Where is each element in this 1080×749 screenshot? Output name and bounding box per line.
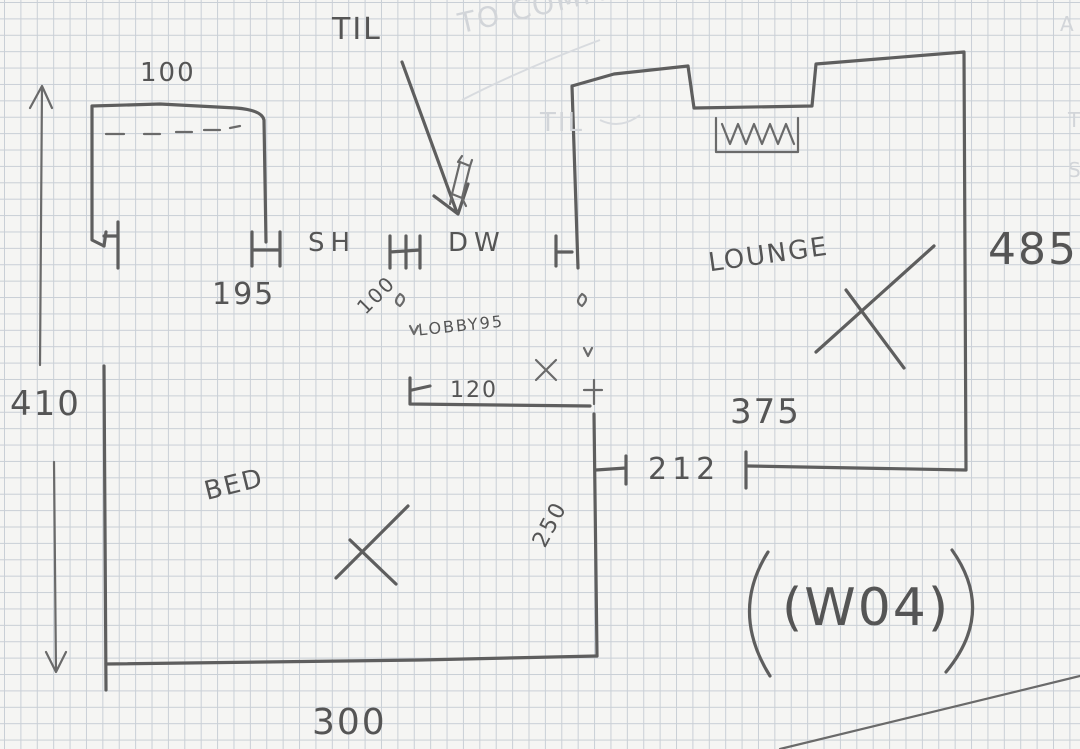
lobby-d-markers [394,292,594,358]
bed-top-right-tick [250,230,282,268]
bed-right-wall [592,412,599,658]
faint-til-text: TIL [540,108,585,138]
bed-upper-wall [90,102,268,248]
dw-end-tick [554,234,574,268]
bed-bottom-wall [104,654,599,666]
lounge-fireplace [714,116,800,154]
edge-curve [778,674,1080,749]
edge-letter-t: T [1068,108,1080,132]
til-arrow [400,60,470,216]
overall-height-label: 410 [10,384,81,424]
bed-upper-dashes [104,124,242,136]
edge-letter-a: A [1060,12,1076,36]
bed-left-tick [102,220,120,270]
bed-left-wall [102,364,108,692]
lounge-outline [570,50,968,472]
overall-width-label: 300 [312,702,387,743]
unit-code-label: (W04) [782,578,951,638]
lobby-width-label: 120 [450,378,498,403]
lounge-x-mark [814,244,936,370]
bed-top-width-label: 100 [140,58,196,88]
bed-x-mark [334,504,410,586]
unit-code-brackets [747,548,975,678]
faint-pencil-marks [461,39,641,125]
gap-width-label: 212 [648,452,721,487]
bed-top-depth-label: 195 [212,277,276,312]
height-dimension-arrow-bottom [44,460,68,674]
gap-left-tick [594,454,628,486]
edge-letter-s: S [1068,158,1080,182]
til-label: TIL [332,12,382,47]
sh-dw-ticks [388,234,422,270]
lobby-x-mark [534,358,558,382]
til-door-symbol [448,154,474,208]
lobby-right-tick [582,378,604,406]
lounge-width-label: 375 [730,392,801,432]
height-dimension-arrow-top [28,84,54,367]
sh-label: SH [308,228,357,258]
dw-label: DW [448,228,506,258]
lobby-bottom-wall [408,376,592,408]
lounge-height-label: 485 [988,224,1078,275]
